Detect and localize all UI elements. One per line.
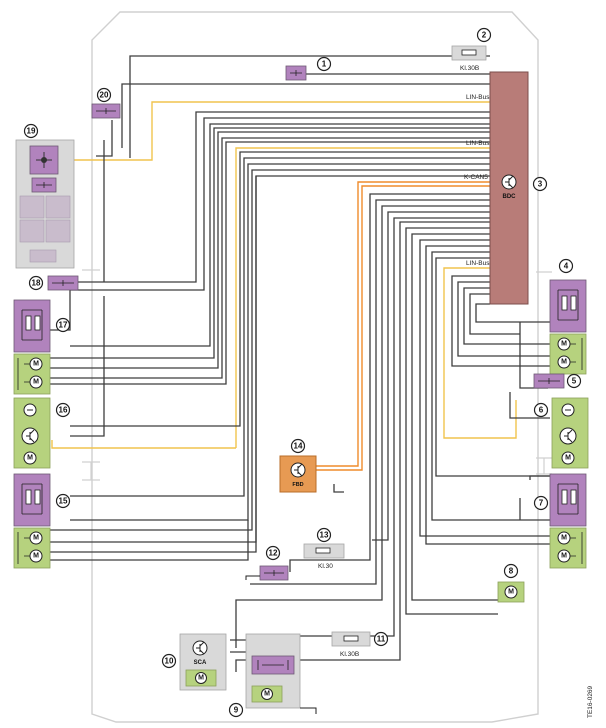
kl30-label: Kl.30 [318,563,333,570]
motor-label: M [264,691,270,698]
k-can5-label: K-CAN5 [464,174,488,181]
sca-label: SCA [194,660,207,666]
motor-label: M [561,359,567,366]
motor-label: M [33,361,39,368]
callout-15: 15 [55,493,71,509]
bdc-label: BDC [503,194,517,200]
lin-bus-label-3: LIN-Bus [466,260,490,267]
motor-block-17: M M [13,353,51,395]
svg-text:3: 3 [538,180,543,189]
mirror-module-6: M [551,397,589,469]
door-switch-17 [13,299,51,353]
bdc-control-unit: BDC [489,71,529,305]
motor-label: M [561,341,567,348]
k-can-wires [316,181,490,471]
motor-label: M [565,455,571,462]
svg-text:8: 8 [509,567,514,576]
door-switch-4 [549,279,587,333]
svg-text:7: 7 [539,499,544,508]
callout-12: 12 [265,545,281,561]
switch-20 [91,103,121,119]
fuse-kl30b-top: Kl.30B [451,45,487,72]
callout-16: 16 [55,402,71,418]
callout-18: 18 [28,275,44,291]
door-switch-7 [549,473,587,527]
switch-block-9: M [245,633,317,714]
motor-block-4: M M [549,333,587,375]
svg-text:18: 18 [32,279,41,288]
motor-label: M [198,675,204,682]
mirror-module-16: M [13,397,51,469]
switch-1 [285,65,307,81]
wires-center [230,193,520,672]
motor-label: M [508,589,514,596]
callout-1: 1 [316,56,332,72]
callout-3: 3 [532,176,548,192]
lin-bus-wires [51,101,517,449]
svg-text:15: 15 [59,497,68,506]
motor-label: M [27,455,33,462]
figure-code: TE16-0269 [587,685,594,718]
callout-14: 14 [290,438,306,454]
svg-text:16: 16 [59,406,68,415]
svg-text:20: 20 [100,91,109,100]
svg-text:5: 5 [572,377,577,386]
kl30b-top-label: Kl.30B [460,65,479,72]
motor-label: M [33,379,39,386]
switch-18 [47,275,79,291]
svg-text:10: 10 [165,657,174,666]
switch-5 [533,373,565,389]
callout-4: 4 [558,258,574,274]
motor-label: M [561,553,567,560]
sca-module: SCA M [179,633,227,691]
svg-text:4: 4 [564,262,569,271]
motor-label: M [33,553,39,560]
callout-13: 13 [316,527,332,543]
callout-6: 6 [533,402,549,418]
callout-11: 11 [373,631,389,647]
driver-switch-panel [15,139,75,269]
wires-left-bundle [30,111,490,561]
callout-8: 8 [503,563,519,579]
lin-bus-label-2: LIN-Bus [466,140,490,147]
svg-text:17: 17 [59,321,68,330]
callout-19: 19 [23,123,39,139]
switch-12 [245,565,289,581]
svg-text:11: 11 [377,635,386,644]
wires-right-bundle [419,239,560,545]
fbd-receiver: FBD [279,455,317,493]
seat-markers [82,269,552,481]
motor-label: M [561,535,567,542]
fuse-kl30b-bottom: Kl.30B [331,631,371,658]
fbd-label: FBD [292,482,303,488]
svg-text:9: 9 [234,706,239,715]
motor-block-15: M M [13,527,51,569]
lin-bus-label-1: LIN-Bus [466,94,490,101]
wires-top [96,55,490,158]
svg-text:13: 13 [320,531,329,540]
kl30b-bottom-label: Kl.30B [340,651,359,658]
svg-text:14: 14 [294,442,303,451]
callout-9: 9 [228,702,244,718]
svg-text:2: 2 [482,31,487,40]
callout-2: 2 [476,27,492,43]
svg-text:1: 1 [322,60,327,69]
door-switch-15 [13,473,51,527]
svg-text:19: 19 [27,127,36,136]
svg-text:12: 12 [269,549,278,558]
vehicle-outline [91,11,539,723]
callout-20: 20 [96,87,112,103]
callout-10: 10 [161,653,177,669]
motor-label: M [33,535,39,542]
svg-text:6: 6 [539,406,544,415]
motor-block-7: M M [549,527,587,569]
callout-17: 17 [55,317,71,333]
callout-7: 7 [533,495,549,511]
motor-8: M [497,581,525,603]
callout-5: 5 [566,373,582,389]
fuse-kl30: Kl.30 [303,543,345,570]
